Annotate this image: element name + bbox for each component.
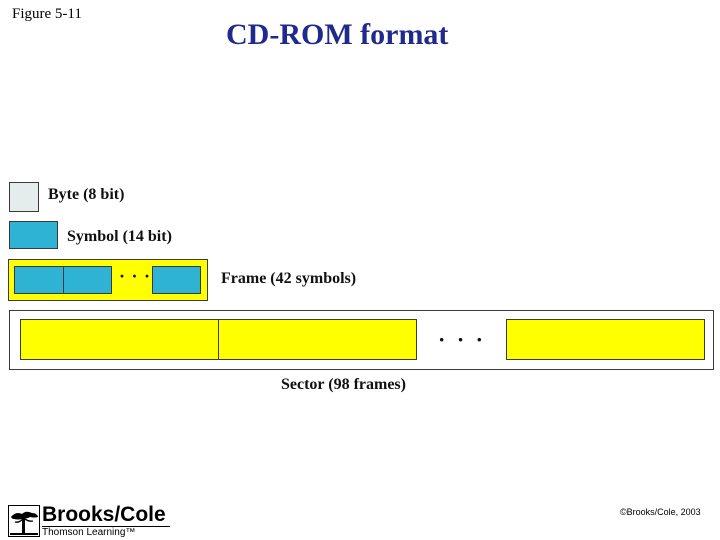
sector-frame bbox=[506, 319, 705, 360]
figure-label: Figure 5-11 bbox=[12, 6, 82, 22]
publisher-logo: Brooks/Cole Thomson Learning™ bbox=[8, 503, 173, 539]
frame-diagram: · · · bbox=[8, 259, 208, 301]
symbol-swatch bbox=[9, 221, 58, 249]
sector-frame bbox=[20, 319, 219, 360]
publisher-subtitle: Thomson Learning™ bbox=[42, 527, 136, 538]
copyright-notice: ©Brooks/Cole, 2003 bbox=[620, 507, 701, 517]
page-title: CD-ROM format bbox=[226, 18, 449, 51]
sector-label: Sector (98 frames) bbox=[281, 376, 406, 393]
sector-ellipsis: · · · bbox=[438, 327, 487, 352]
tree-icon bbox=[8, 505, 40, 537]
sector-diagram: · · · bbox=[9, 310, 714, 370]
byte-label: Byte (8 bit) bbox=[48, 186, 125, 203]
publisher-name: Brooks/Cole bbox=[42, 503, 166, 526]
frame-symbol bbox=[14, 266, 64, 294]
frame-symbol bbox=[152, 266, 201, 294]
frame-ellipsis: · · · bbox=[119, 266, 152, 286]
logo-divider bbox=[42, 526, 170, 527]
sector-frame bbox=[218, 319, 417, 360]
frame-symbol bbox=[63, 266, 112, 294]
byte-swatch bbox=[9, 182, 39, 212]
symbol-label: Symbol (14 bit) bbox=[67, 228, 172, 245]
frame-label: Frame (42 symbols) bbox=[221, 270, 357, 287]
